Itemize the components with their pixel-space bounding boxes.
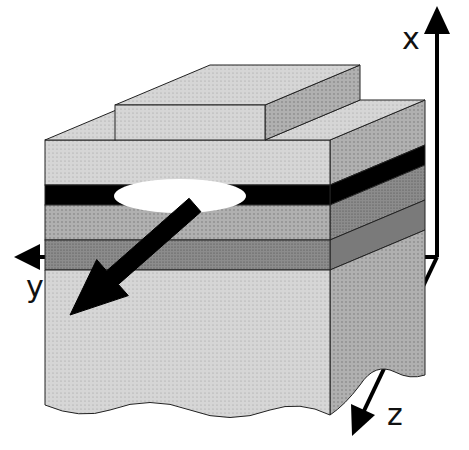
front-buffer <box>45 240 330 270</box>
emission-arrow <box>70 198 201 315</box>
x-arrowhead <box>424 6 450 34</box>
side-substrate <box>330 230 425 415</box>
axis-label: x <box>402 24 420 54</box>
axis-label: y <box>26 272 44 302</box>
axis-label: z <box>387 400 403 430</box>
ridge-front <box>115 105 265 140</box>
ridge-top <box>115 65 360 105</box>
front-upper-cladding <box>45 140 330 185</box>
axes <box>14 6 450 436</box>
x-axis <box>435 28 439 257</box>
y-arrowhead <box>14 244 40 270</box>
laser-block <box>45 65 425 418</box>
z-arrowhead <box>351 404 375 436</box>
